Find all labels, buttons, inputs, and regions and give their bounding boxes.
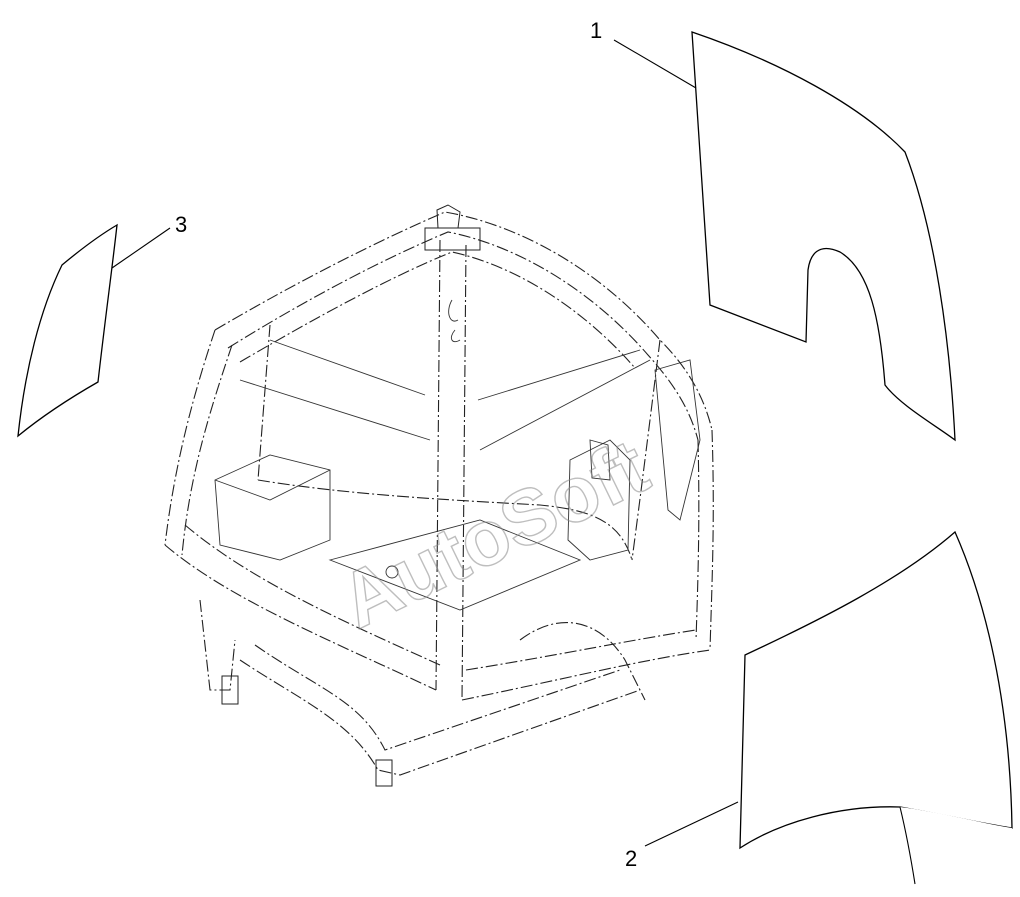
- floor-hole: [385, 565, 399, 579]
- pillar-center-right: [461, 244, 467, 701]
- base-foot-left: [221, 675, 239, 705]
- pillar-right-inner: [695, 439, 700, 641]
- glass-panel-1[interactable]: [691, 31, 956, 442]
- base-foot-center: [375, 759, 393, 787]
- seat-box-left: [214, 454, 331, 561]
- floor-rear-edge: [257, 479, 633, 561]
- hook-center: [448, 299, 461, 343]
- callout-1: 1: [590, 18, 697, 89]
- crossbar-rear: [269, 339, 641, 401]
- crossbar-mid: [239, 359, 651, 451]
- floor-ring-outer: [164, 544, 711, 701]
- leader-line-1: [613, 39, 697, 89]
- leader-line-2: [644, 801, 739, 847]
- callout-label-3: 3: [175, 212, 187, 237]
- seat-box-left-top: [214, 469, 331, 501]
- base-left: [199, 599, 236, 691]
- console-right: [567, 439, 631, 561]
- pillar-right-outer: [709, 429, 714, 651]
- callout-3: 3: [111, 212, 187, 269]
- floor-ring-inner: [184, 524, 697, 671]
- callout-label-2: 2: [625, 846, 637, 871]
- console-right-panel: [589, 439, 611, 481]
- callout-2: 2: [625, 801, 739, 871]
- floor-panel: [328, 519, 582, 611]
- side-glass-panel-edge: [899, 806, 916, 885]
- small-glass-panel[interactable]: [17, 223, 118, 438]
- cab-frame: [164, 204, 714, 787]
- pillar-center-left: [435, 239, 441, 691]
- base-lower: [239, 659, 641, 776]
- side-glass-panel-bottom: [900, 807, 1012, 885]
- leader-line-3: [111, 227, 171, 269]
- pillar-rear-left: [257, 324, 271, 481]
- rear-glass-panel[interactable]: [691, 31, 956, 442]
- glass-panel-3[interactable]: [17, 223, 118, 438]
- roof-top-mount: [436, 204, 461, 229]
- interior-details: [214, 299, 701, 611]
- roof-ring-third: [239, 251, 636, 369]
- pillar-front-left-outer: [164, 329, 216, 546]
- callout-label-1: 1: [590, 18, 602, 43]
- side-panel-right: [654, 359, 701, 521]
- roof-ring-outer: [214, 211, 713, 431]
- rear-fender: [519, 622, 646, 701]
- roof-ring-inner: [227, 231, 699, 441]
- watermark-text: AutoSoft: [327, 422, 661, 645]
- pillar-center-cap: [424, 227, 481, 251]
- base-lower-inner: [254, 644, 621, 751]
- pillar-front-left-inner: [181, 344, 233, 556]
- glass-panel-2[interactable]: [739, 530, 1013, 885]
- side-glass-panel[interactable]: [739, 530, 1013, 850]
